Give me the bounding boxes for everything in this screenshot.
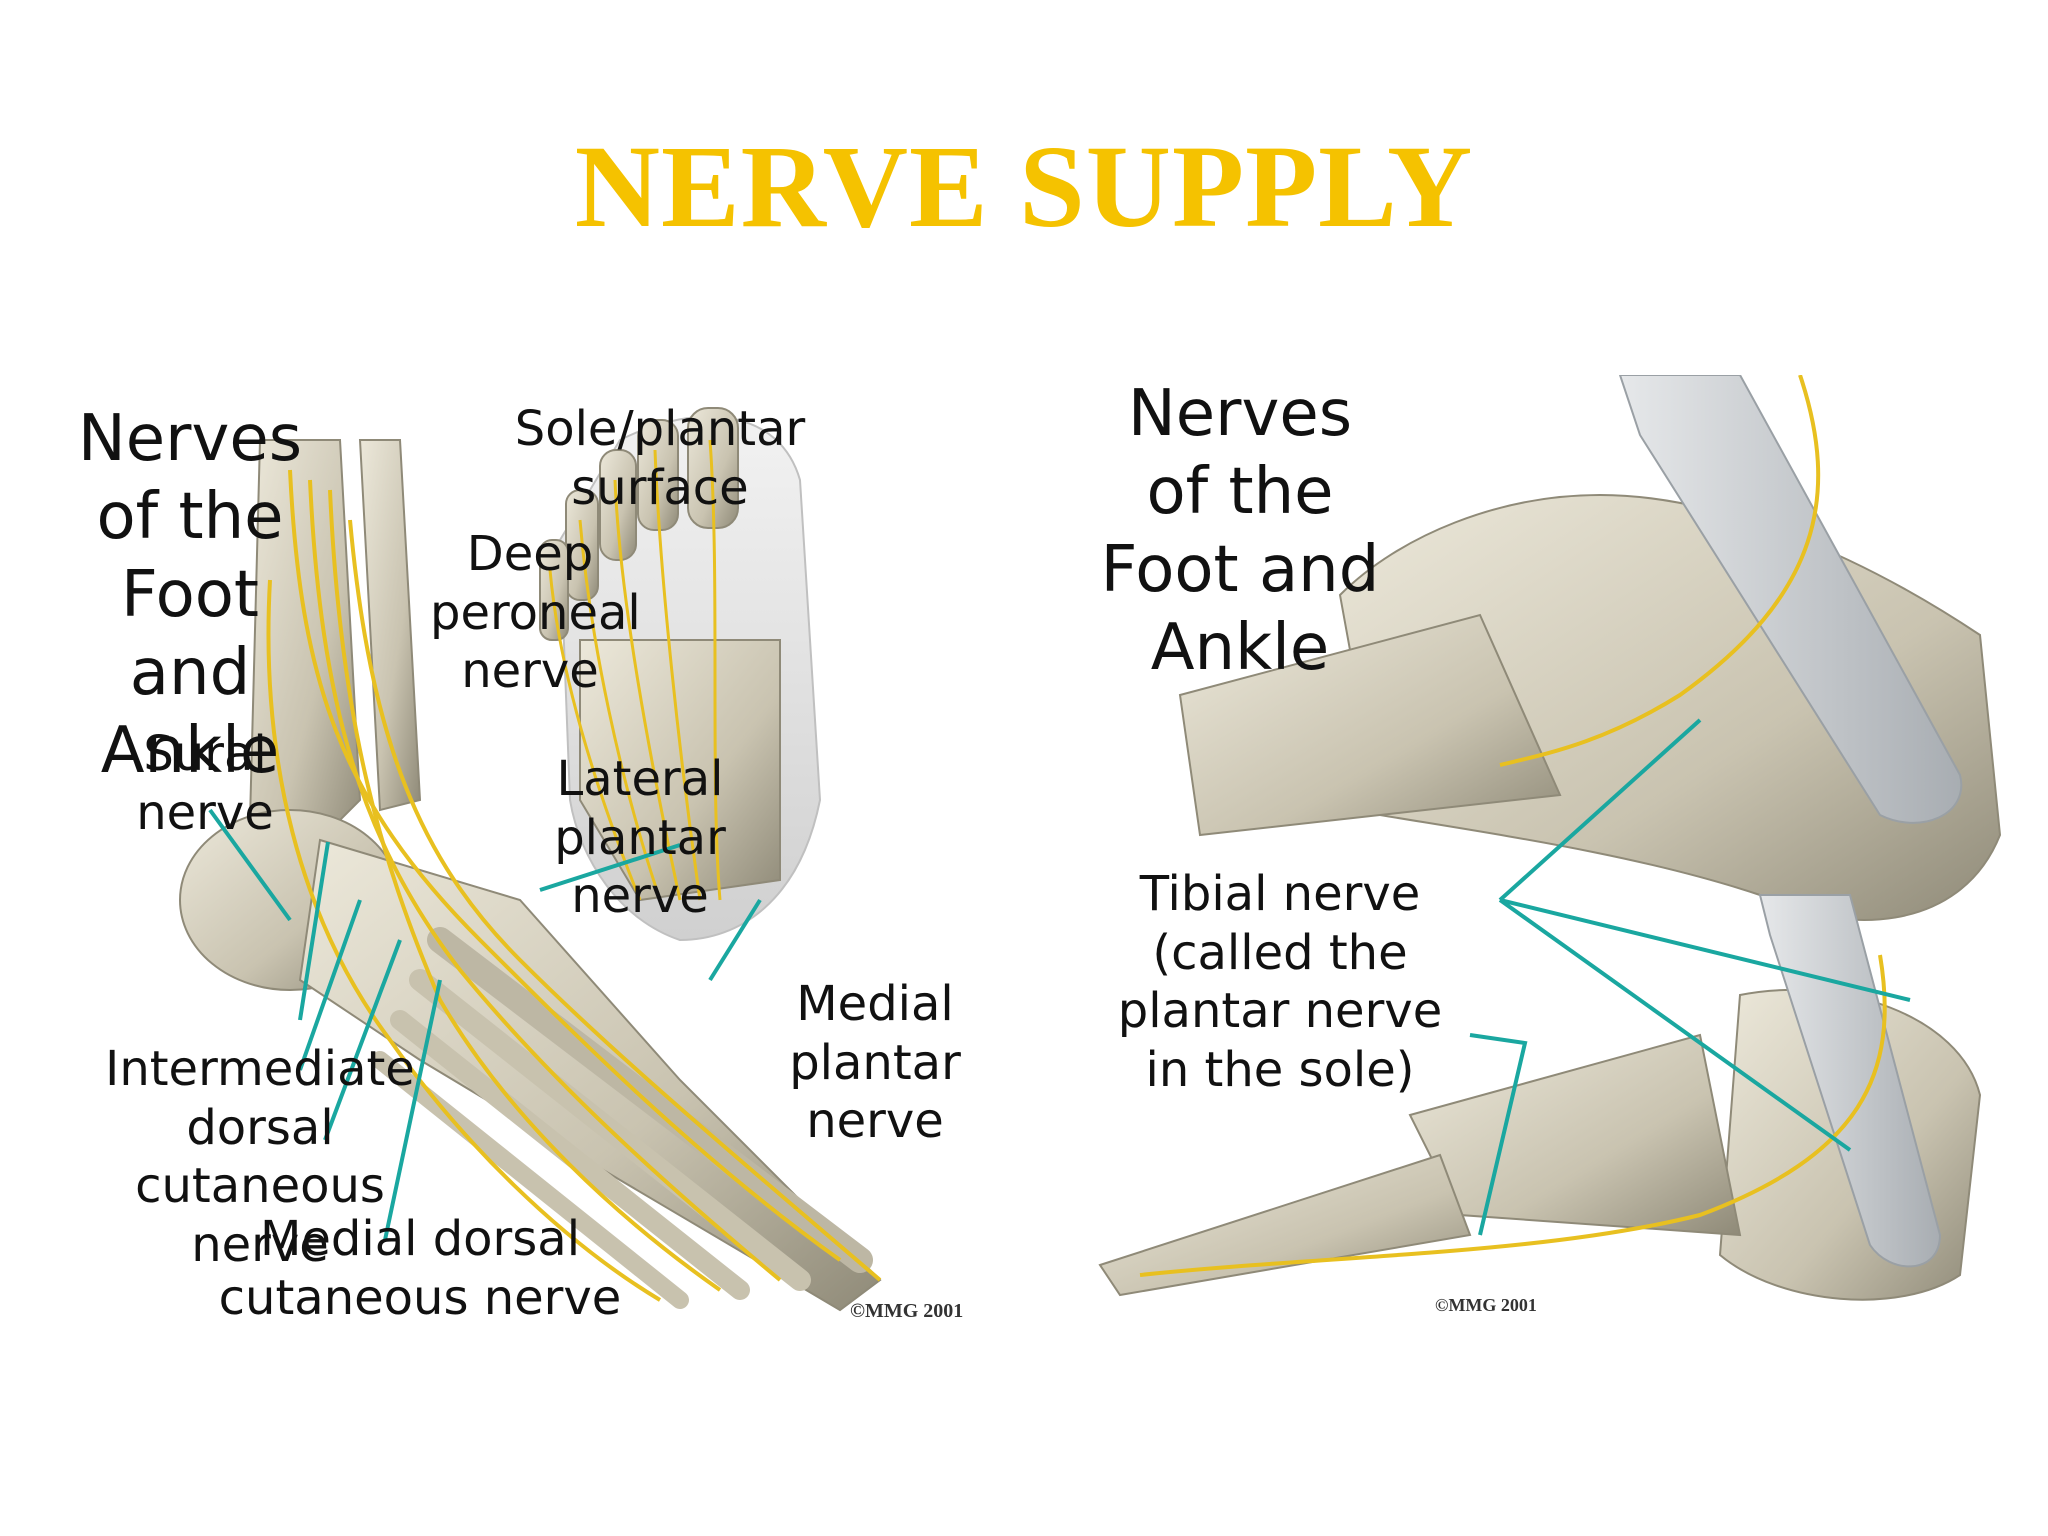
label-sural-nerve: Sural nerve (136, 726, 274, 841)
label-medial-plantar-nerve: Medial plantar nerve (789, 976, 961, 1150)
label-medial-dorsal-cutaneous-nerve: Medial dorsal cutaneous nerve (218, 1211, 622, 1326)
tibial-leader-lines (1469, 718, 1911, 1236)
upper-midfoot-bones (1178, 613, 1562, 837)
left-foot-drawing (179, 407, 882, 1312)
left-heading: Nerves of the Foot and Ankle (77, 402, 303, 789)
right-copyright: ©MMG 2001 (1435, 1295, 1537, 1315)
label-deep-peroneal-nerve: Deep peroneal nerve (430, 526, 641, 700)
left-copyright: ©MMG 2001 (850, 1300, 964, 1322)
lower-metatarsals (1098, 1153, 1472, 1297)
metatarsal-1 (427, 927, 873, 1273)
slide-title: NERVE SUPPLY (574, 121, 1474, 252)
leader-lines (208, 808, 762, 1241)
dorsal-nerves (266, 469, 882, 1302)
right-foot-drawing (1098, 375, 2002, 1301)
right-foot-illustration: Nerves of the Foot and Ankle Tibial nerv… (1080, 375, 2048, 1335)
label-lateral-plantar-nerve: Lateral plantar nerve (554, 751, 726, 925)
lower-tendon (1758, 894, 1942, 1268)
label-tibial-nerve: Tibial nerve (called the plantar nerve i… (1117, 866, 1443, 1098)
metatarsal-3 (390, 1010, 750, 1300)
fibula-bone (358, 439, 422, 812)
label-sole-plantar-surface: Sole/plantar surface (514, 401, 806, 516)
upper-tibial-nerve (1499, 375, 1821, 767)
plantar-nerves (548, 439, 722, 901)
lower-tibial-nerve (1139, 954, 1887, 1277)
right-heading: Nerves of the Foot and Ankle (1100, 377, 1380, 686)
plantar-toe-bones (539, 407, 781, 902)
left-foot-illustration: Nerves of the Foot and Ankle Sole/planta… (60, 380, 1020, 1340)
upper-tendon (1618, 375, 1963, 824)
label-intermediate-dorsal-cutaneous-nerve: Intermediate dorsal cutaneous nerve (105, 1041, 415, 1273)
metatarsal-4 (371, 1051, 689, 1309)
